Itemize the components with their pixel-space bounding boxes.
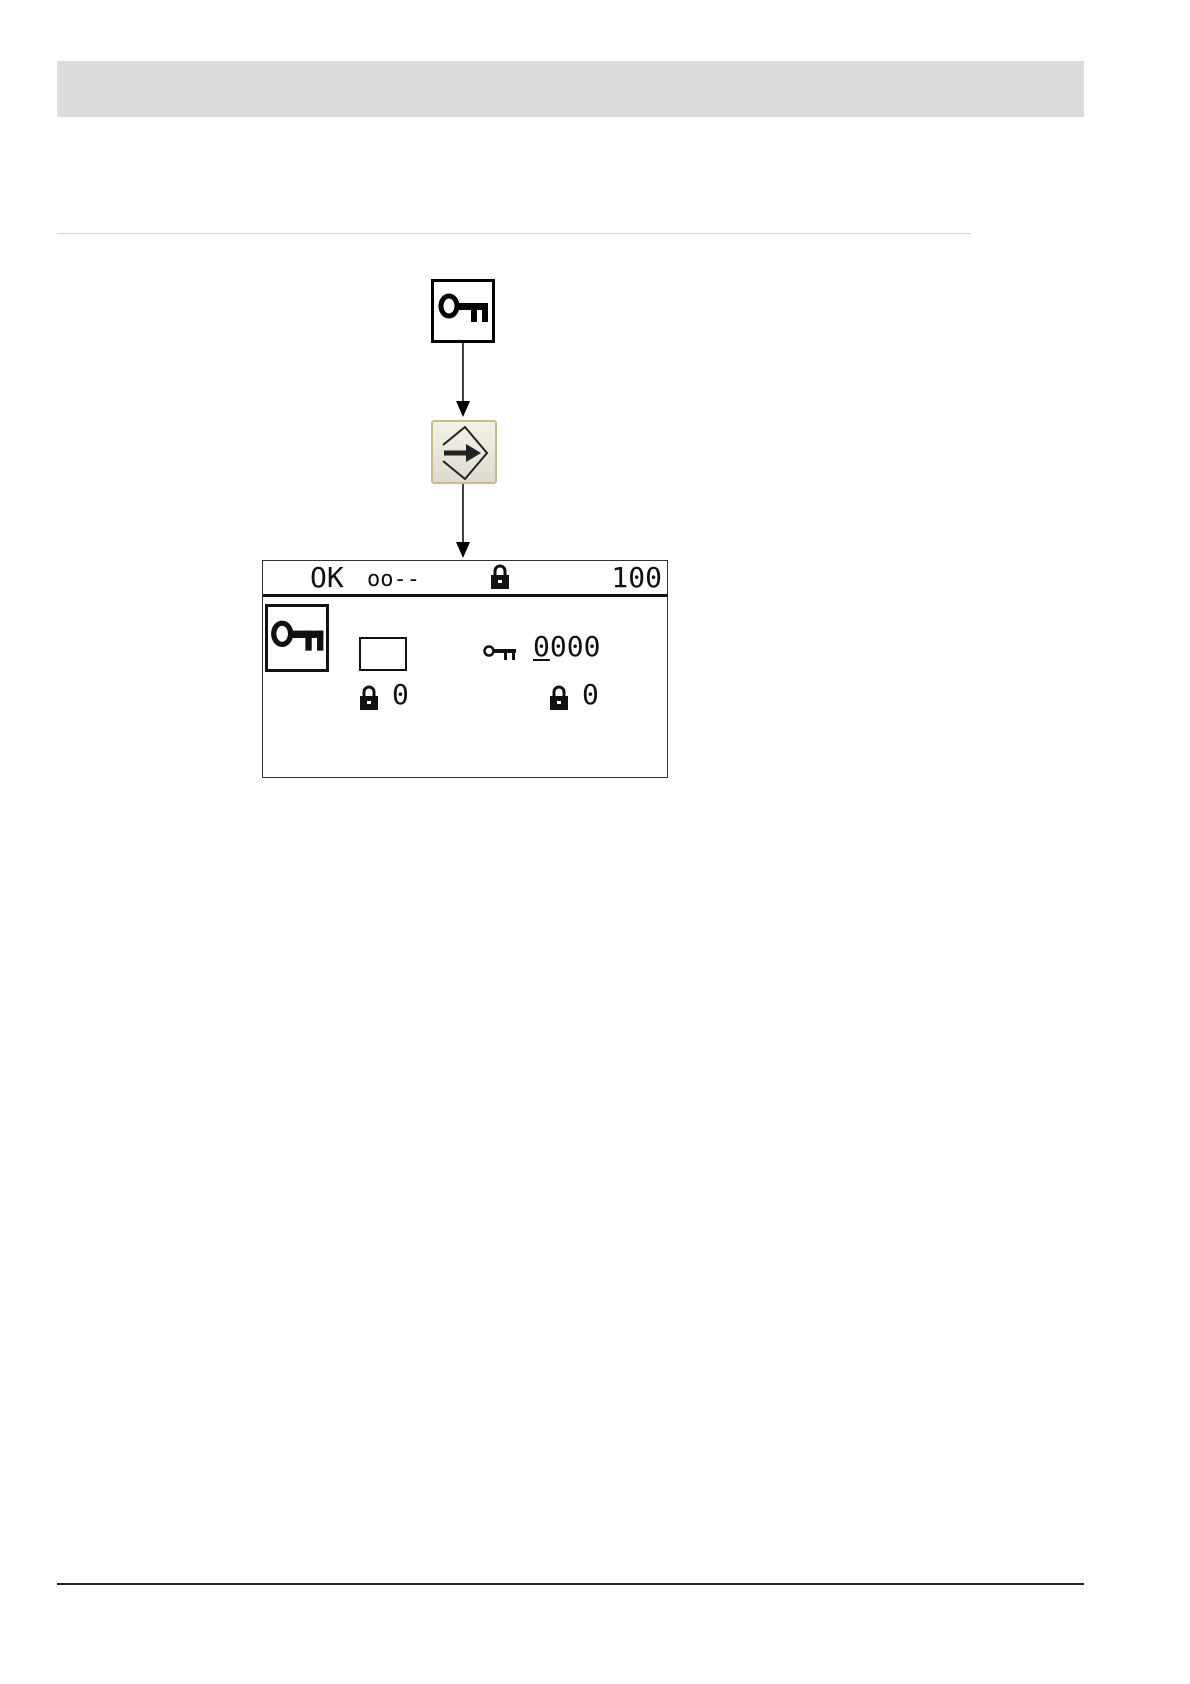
status-ok: OK: [310, 561, 344, 594]
lock-icon: [549, 685, 569, 711]
lock-icon: [359, 685, 379, 711]
left-lock-count: 0: [392, 678, 409, 711]
header-band: [57, 61, 1084, 117]
status-bar: OK oo-- 100: [263, 561, 667, 597]
status-indicator: oo--: [367, 567, 420, 592]
key-icon: [270, 619, 326, 657]
footer-divider: [57, 1583, 1084, 1585]
code-rest: 000: [550, 630, 601, 663]
enter-button[interactable]: [431, 420, 497, 484]
lcd-key-box: [265, 604, 329, 672]
lock-icon: [490, 564, 510, 590]
small-key-icon: [483, 644, 517, 662]
section-divider: [57, 233, 971, 234]
status-value: 100: [611, 561, 662, 594]
code-value: 0000: [533, 630, 600, 663]
flow-arrow-2: [455, 484, 471, 559]
key-button[interactable]: [431, 279, 495, 343]
input-field-box: [359, 637, 407, 671]
enter-arrow-icon: [436, 424, 494, 482]
flow-arrow-1: [455, 343, 471, 418]
right-lock-count: 0: [582, 678, 599, 711]
code-cursor-digit: 0: [533, 630, 550, 663]
lcd-display: OK oo-- 100 0000 0 0: [262, 560, 668, 778]
key-icon: [438, 292, 490, 328]
